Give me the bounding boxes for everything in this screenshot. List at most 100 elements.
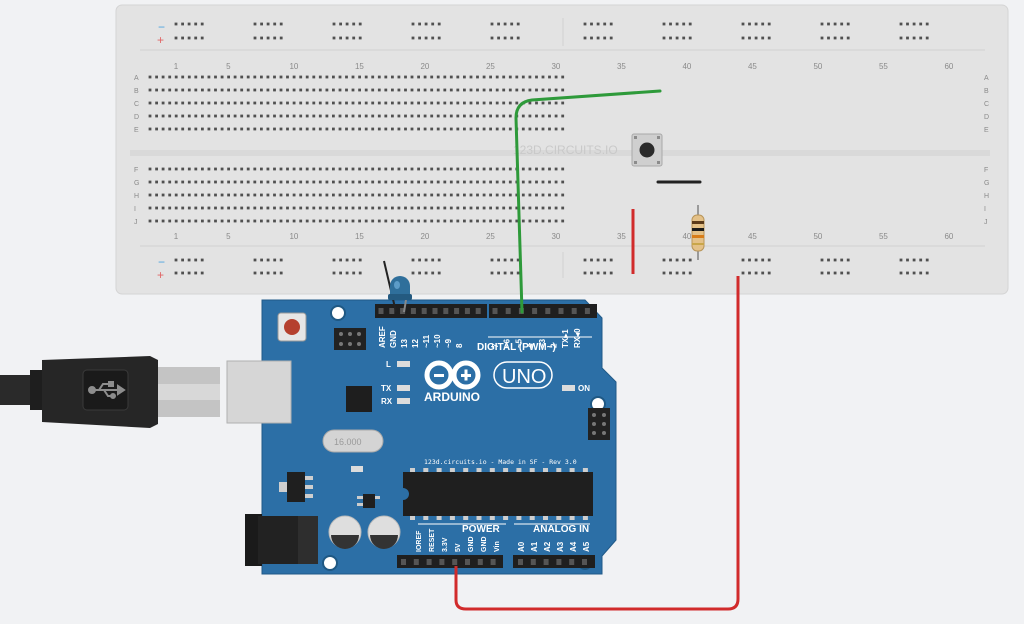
header-pin[interactable]	[582, 559, 587, 565]
header-pin[interactable]	[518, 559, 523, 565]
power-pin-label: GND	[468, 536, 475, 552]
row-letter: F	[984, 167, 988, 174]
digital-header[interactable]	[375, 304, 487, 318]
column-number: 50	[813, 232, 822, 241]
pushbutton[interactable]	[631, 133, 663, 167]
breadboard-holes[interactable]	[148, 22, 929, 275]
rail-minus-top: −	[158, 20, 165, 34]
usb-port[interactable]	[156, 360, 292, 424]
rx-label: RX	[381, 397, 393, 406]
analog-pin-label: A2	[543, 541, 552, 552]
column-number: 50	[813, 62, 822, 71]
header-pin[interactable]	[400, 308, 406, 314]
header-pin[interactable]	[505, 308, 511, 314]
column-number: 1	[174, 232, 179, 241]
crystal-oscillator	[322, 429, 384, 453]
resistor[interactable]	[691, 205, 705, 260]
bottom-header-pins[interactable]	[401, 559, 587, 565]
header-pin[interactable]	[443, 308, 449, 314]
analog-label: ANALOG IN	[533, 524, 589, 535]
row-letter: E	[134, 127, 139, 134]
header-pin[interactable]	[475, 308, 481, 314]
header-pin[interactable]	[530, 559, 536, 565]
header-pin[interactable]	[426, 559, 432, 565]
row-letter: D	[134, 114, 139, 121]
header-pin[interactable]	[569, 559, 575, 565]
red-wire[interactable]	[454, 276, 740, 611]
column-number: 45	[748, 232, 757, 241]
header-pin[interactable]	[545, 308, 551, 314]
digital-header-2[interactable]	[489, 304, 597, 318]
header-pin[interactable]	[401, 559, 406, 565]
blue-led[interactable]	[383, 260, 412, 313]
power-label: POWER	[462, 524, 501, 535]
header-pin[interactable]	[584, 308, 590, 314]
column-number: 30	[551, 232, 560, 241]
column-number: 40	[682, 62, 691, 71]
row-letter: C	[984, 101, 989, 108]
header-pin[interactable]	[464, 308, 470, 314]
power-jack[interactable]	[245, 514, 318, 566]
l-led	[397, 361, 410, 367]
header-pin[interactable]	[432, 308, 438, 314]
digital-pin-label: ~6	[503, 338, 512, 348]
header-pin[interactable]	[452, 559, 458, 565]
board-footer-text: 123d.circuits.io - Made in SF - Rev 3.0	[424, 458, 577, 466]
header-pin[interactable]	[492, 308, 498, 314]
digital-pin-label: 7	[491, 343, 500, 348]
column-number: 35	[617, 62, 626, 71]
header-pin[interactable]	[490, 559, 496, 565]
column-number: 55	[879, 62, 888, 71]
rail-plus-bottom: +	[157, 268, 164, 282]
header-pin[interactable]	[454, 308, 460, 314]
digital-pin-label: TX▸1	[561, 329, 570, 348]
arduino-logo-text: ARDUINO	[424, 390, 480, 404]
digital-pin-label: 4	[526, 343, 535, 348]
transistor	[357, 494, 380, 508]
row-letter: F	[134, 167, 138, 174]
digital-pin-label: AREF	[378, 326, 387, 348]
digital-header-pins[interactable]	[378, 308, 590, 314]
header-pin[interactable]	[558, 308, 564, 314]
power-pin-label: GND	[481, 536, 488, 552]
power-pin-label: RESET	[429, 528, 436, 552]
header-pin[interactable]	[465, 559, 470, 565]
header-pin[interactable]	[556, 559, 562, 565]
analog-pin-label: A5	[582, 541, 591, 552]
header-pin[interactable]	[410, 308, 416, 314]
header-pin[interactable]	[378, 308, 384, 314]
header-pin[interactable]	[389, 308, 395, 314]
green-wire[interactable]	[514, 89, 662, 314]
column-number: 25	[486, 232, 495, 241]
column-number: 35	[617, 232, 626, 241]
header-pin[interactable]	[413, 559, 419, 565]
power-header[interactable]	[397, 555, 503, 568]
row-letter: H	[134, 193, 139, 200]
header-pin[interactable]	[477, 559, 483, 565]
column-number: 20	[420, 62, 429, 71]
usb-cable[interactable]	[0, 356, 158, 428]
digital-pin-label: 2	[550, 343, 559, 348]
row-letter: E	[984, 127, 989, 134]
header-pin[interactable]	[543, 559, 549, 565]
row-letter: B	[134, 88, 139, 95]
header-pin[interactable]	[532, 308, 538, 314]
power-pin-label: Vin	[494, 541, 501, 552]
analog-pin-label: A1	[530, 541, 539, 552]
analog-pin-label: A0	[517, 541, 526, 552]
header-pin[interactable]	[571, 308, 577, 314]
header-pin[interactable]	[439, 559, 445, 565]
row-letter: B	[984, 88, 989, 95]
rail-minus-bottom: −	[158, 255, 165, 269]
atmega-chip	[403, 468, 593, 520]
power-pin-label: 3.3V	[442, 537, 449, 552]
icsp-header-right	[588, 408, 610, 440]
header-pin[interactable]	[421, 308, 427, 314]
column-number: 40	[682, 232, 691, 241]
column-number: 15	[355, 62, 364, 71]
